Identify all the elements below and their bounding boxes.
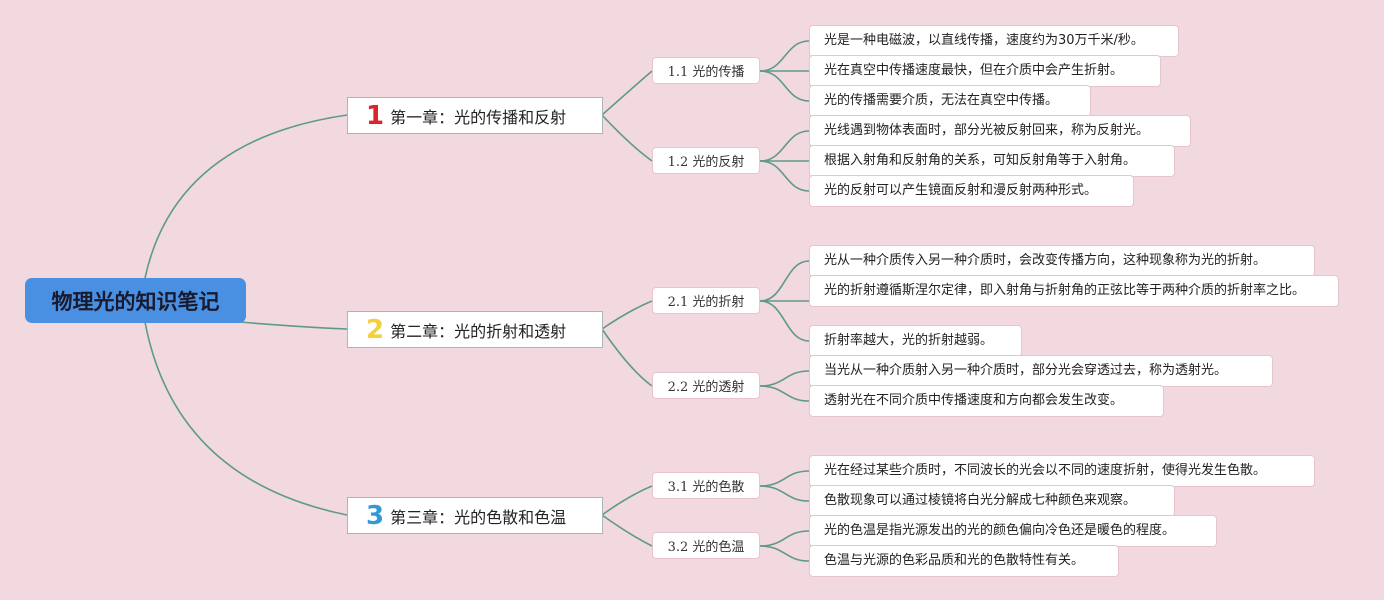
- chapter-node-1[interactable]: 1 第一章：光的传播和反射: [347, 97, 603, 134]
- chapter-node-3[interactable]: 3 第三章：光的色散和色温: [347, 497, 603, 534]
- leaf-node[interactable]: 透射光在不同介质中传播速度和方向都会发生改变。: [809, 385, 1164, 417]
- root-node[interactable]: 物理光的知识笔记: [25, 278, 246, 323]
- section-node-3-1[interactable]: 3.1 光的色散: [652, 472, 760, 499]
- chapter-number-icon: 3: [366, 500, 385, 531]
- section-node-2-1[interactable]: 2.1 光的折射: [652, 287, 760, 314]
- section-node-3-2[interactable]: 3.2 光的色温: [652, 532, 760, 559]
- leaf-node[interactable]: 当光从一种介质射入另一种介质时，部分光会穿透过去，称为透射光。: [809, 355, 1273, 387]
- section-node-1-2[interactable]: 1.2 光的反射: [652, 147, 760, 174]
- leaf-node[interactable]: 光从一种介质传入另一种介质时，会改变传播方向，这种现象称为光的折射。: [809, 245, 1315, 277]
- leaf-node[interactable]: 根据入射角和反射角的关系，可知反射角等于入射角。: [809, 145, 1175, 177]
- leaf-node[interactable]: 光线遇到物体表面时，部分光被反射回来，称为反射光。: [809, 115, 1191, 147]
- leaf-node[interactable]: 光是一种电磁波，以直线传播，速度约为30万千米/秒。: [809, 25, 1179, 57]
- leaf-node[interactable]: 光的传播需要介质，无法在真空中传播。: [809, 85, 1091, 117]
- chapter-label: 第二章：光的折射和透射: [390, 321, 567, 341]
- chapter-node-2[interactable]: 2 第二章：光的折射和透射: [347, 311, 603, 348]
- chapter-number-icon: 2: [366, 314, 385, 345]
- leaf-node[interactable]: 光的反射可以产生镜面反射和漫反射两种形式。: [809, 175, 1134, 207]
- section-node-1-1[interactable]: 1.1 光的传播: [652, 57, 760, 84]
- leaf-node[interactable]: 光的折射遵循斯涅尔定律，即入射角与折射角的正弦比等于两种介质的折射率之比。: [809, 275, 1339, 307]
- chapter-label: 第三章：光的色散和色温: [390, 507, 567, 527]
- leaf-node[interactable]: 光在真空中传播速度最快，但在介质中会产生折射。: [809, 55, 1161, 87]
- leaf-node[interactable]: 光的色温是指光源发出的光的颜色偏向冷色还是暖色的程度。: [809, 515, 1217, 547]
- chapter-number-icon: 1: [366, 100, 385, 131]
- chapter-label: 第一章：光的传播和反射: [390, 107, 567, 127]
- leaf-node[interactable]: 色温与光源的色彩品质和光的色散特性有关。: [809, 545, 1119, 577]
- leaf-node[interactable]: 色散现象可以通过棱镜将白光分解成七种颜色来观察。: [809, 485, 1175, 517]
- leaf-node[interactable]: 光在经过某些介质时，不同波长的光会以不同的速度折射，使得光发生色散。: [809, 455, 1315, 487]
- leaf-node[interactable]: 折射率越大，光的折射越弱。: [809, 325, 1022, 357]
- section-node-2-2[interactable]: 2.2 光的透射: [652, 372, 760, 399]
